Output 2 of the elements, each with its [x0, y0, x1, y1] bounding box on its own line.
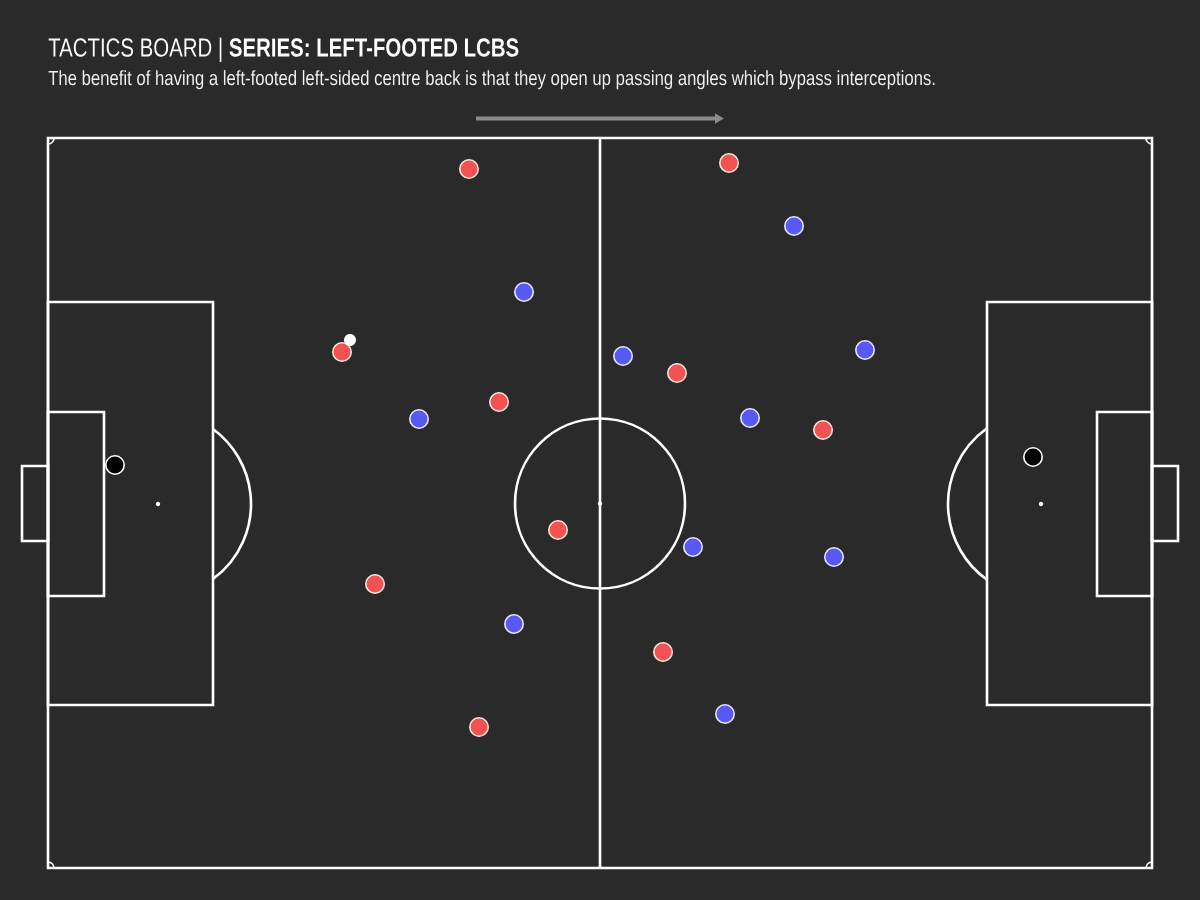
title: TACTICS BOARD | SERIES: LEFT-FOOTED LCBS: [48, 37, 519, 62]
subtitle: The benefit of having a left-footed left-sided centre back is that they open up passing angles which bypass interceptions.: [48, 70, 935, 90]
